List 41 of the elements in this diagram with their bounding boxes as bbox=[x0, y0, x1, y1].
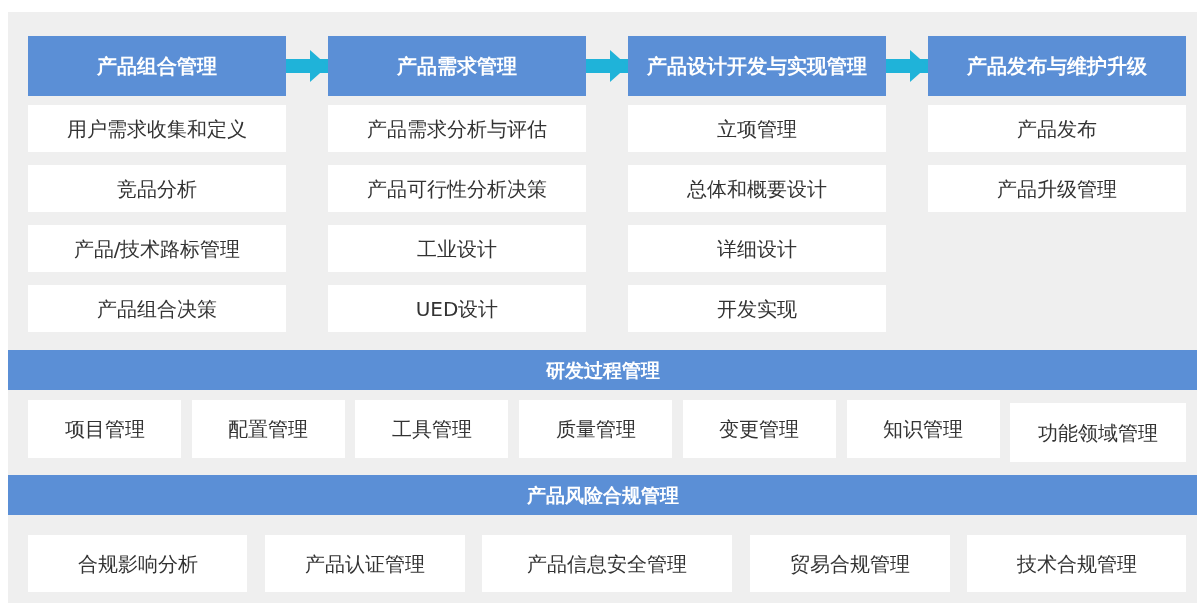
arrow bbox=[886, 50, 928, 82]
box-label: 工具管理 bbox=[391, 417, 472, 441]
box-label: 项目管理 bbox=[64, 417, 145, 441]
box-label: 产品风险合规管理 bbox=[526, 483, 679, 507]
box-label: 立项管理 bbox=[717, 116, 797, 141]
box-label: 工业设计 bbox=[417, 236, 497, 261]
box-label: 质量管理 bbox=[555, 417, 636, 441]
box-label: 变更管理 bbox=[719, 417, 800, 441]
box-label: 产品组合决策 bbox=[97, 296, 217, 321]
box-label: 产品信息安全管理 bbox=[527, 551, 687, 576]
box-label: 总体和概要设计 bbox=[687, 176, 827, 201]
box-label: 产品需求管理 bbox=[397, 54, 517, 78]
box-label: 功能领域管理 bbox=[1038, 420, 1158, 445]
box-label: 产品/技术路标管理 bbox=[73, 236, 241, 261]
box-label: 研发过程管理 bbox=[545, 358, 660, 382]
box-label: 产品设计开发与实现管理 bbox=[647, 54, 867, 78]
box-label: 产品升级管理 bbox=[997, 176, 1117, 201]
box-label: 技术合规管理 bbox=[1016, 551, 1137, 576]
section-band bbox=[8, 350, 1197, 390]
box-label: 产品发布 bbox=[1017, 116, 1097, 141]
box-label: 用户需求收集和定义 bbox=[67, 116, 247, 141]
stage-header bbox=[628, 36, 886, 96]
box-label: 合规影响分析 bbox=[77, 551, 198, 576]
box-label: 产品可行性分析决策 bbox=[367, 176, 547, 201]
box-label: 竞品分析 bbox=[117, 176, 197, 201]
box-label: 产品认证管理 bbox=[305, 551, 425, 576]
box-label: 产品需求分析与评估 bbox=[367, 116, 547, 141]
stage-header bbox=[328, 36, 586, 96]
box-label: UED设计 bbox=[415, 296, 499, 321]
arrow bbox=[586, 50, 628, 82]
box-label: 贸易合规管理 bbox=[790, 551, 910, 576]
box-label: 开发实现 bbox=[717, 296, 797, 321]
arrow bbox=[286, 50, 328, 82]
section-band bbox=[8, 475, 1197, 515]
box-label: 产品组合管理 bbox=[97, 54, 217, 78]
box-label: 配置管理 bbox=[228, 417, 309, 441]
stage-header bbox=[928, 36, 1186, 96]
box-label: 知识管理 bbox=[883, 417, 963, 441]
box-label: 产品发布与维护升级 bbox=[967, 54, 1147, 78]
stage-header bbox=[28, 36, 286, 96]
box-label: 详细设计 bbox=[717, 236, 797, 261]
